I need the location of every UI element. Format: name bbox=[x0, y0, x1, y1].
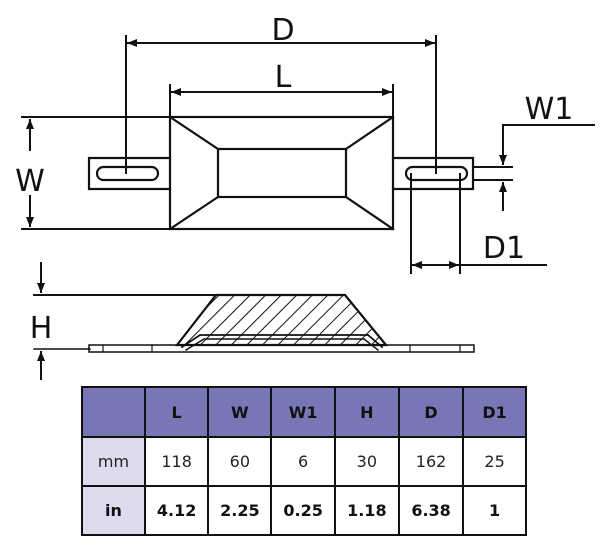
unit-cell: in bbox=[81, 485, 146, 536]
header-cell-h: H bbox=[333, 386, 400, 438]
value-cell-l: 4.12 bbox=[143, 485, 210, 536]
value-cell-h: 1.18 bbox=[333, 485, 400, 536]
table-row-in: in 4.12 2.25 0.25 1.18 6.38 1 bbox=[81, 485, 527, 536]
value-cell-w1: 6 bbox=[270, 436, 336, 487]
dimensions-table: L W W1 H D D1 mm 118 60 6 30 162 25 in 4… bbox=[81, 386, 527, 536]
header-cell-d1: D1 bbox=[462, 386, 527, 438]
anode-side-view bbox=[33, 293, 475, 353]
header-cell-unit bbox=[81, 386, 146, 438]
dimension-d1 bbox=[410, 173, 547, 274]
anode-body-top-view bbox=[168, 115, 395, 231]
table-header-row: L W W1 H D D1 bbox=[81, 386, 527, 438]
left-mounting-tab bbox=[87, 156, 172, 191]
value-cell-w: 2.25 bbox=[207, 485, 273, 536]
value-cell-d: 162 bbox=[397, 436, 465, 487]
header-cell-d: D bbox=[397, 386, 465, 438]
technical-drawing: D L W W1 D1 H bbox=[15, 13, 595, 380]
label-w: W bbox=[15, 164, 45, 199]
value-cell-d1: 25 bbox=[462, 436, 527, 487]
label-w1: W1 bbox=[525, 92, 574, 127]
value-cell-l: 118 bbox=[143, 436, 210, 487]
value-cell-d: 6.38 bbox=[397, 485, 465, 536]
dimension-w1 bbox=[472, 124, 595, 211]
table-row-mm: mm 118 60 6 30 162 25 bbox=[81, 436, 527, 487]
dimension-l bbox=[169, 84, 394, 118]
value-cell-w1: 0.25 bbox=[270, 485, 336, 536]
value-cell-d1: 1 bbox=[462, 485, 527, 536]
label-d: D bbox=[271, 13, 294, 48]
header-cell-l: L bbox=[143, 386, 210, 438]
dimension-d bbox=[125, 35, 437, 174]
header-cell-w1: W1 bbox=[270, 386, 336, 438]
label-d1: D1 bbox=[483, 231, 525, 266]
header-cell-w: W bbox=[207, 386, 273, 438]
label-l: L bbox=[275, 60, 292, 95]
value-cell-w: 60 bbox=[207, 436, 273, 487]
unit-cell: mm bbox=[81, 436, 146, 487]
label-h: H bbox=[30, 311, 53, 346]
value-cell-h: 30 bbox=[333, 436, 400, 487]
